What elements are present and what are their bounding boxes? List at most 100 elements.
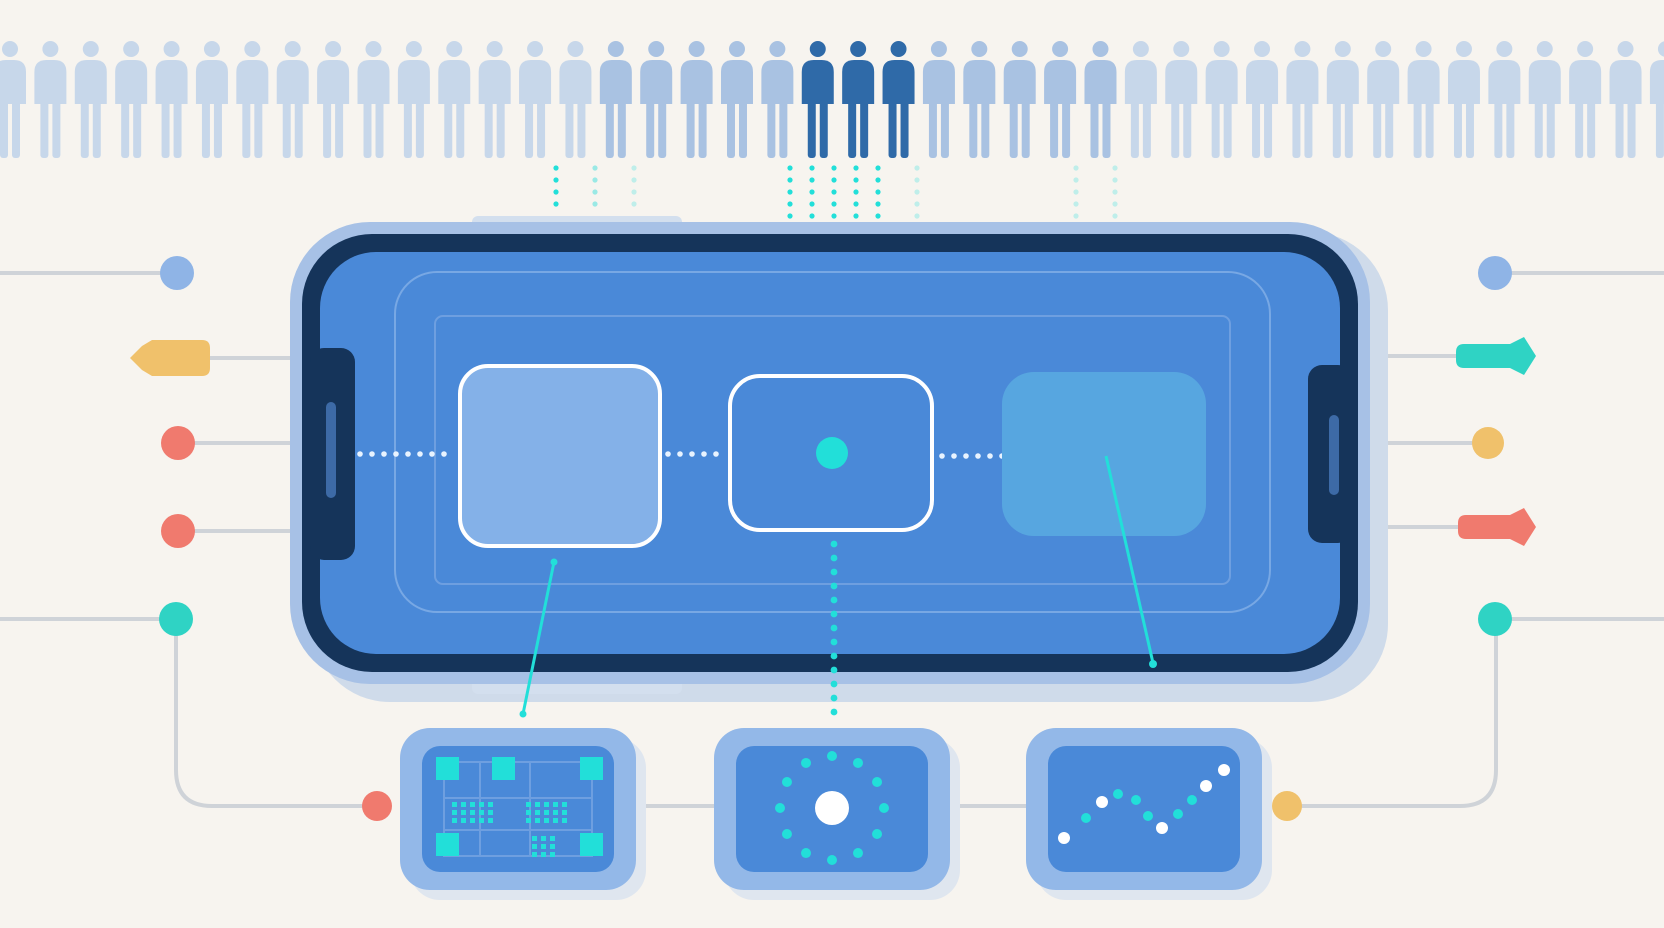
- person-torso: [1447, 60, 1480, 104]
- screen-card-right[interactable]: [1002, 372, 1206, 536]
- link-endpoint-icon: [1149, 660, 1157, 668]
- grid-dot: [544, 818, 549, 823]
- radial-dot: [801, 757, 811, 768]
- person-icon: [519, 41, 552, 158]
- stream-dot: [831, 189, 837, 195]
- person-torso: [1569, 60, 1602, 104]
- stream-dot: [875, 189, 881, 195]
- arrow-right-icon[interactable]: [1458, 508, 1536, 546]
- person-leg: [254, 100, 263, 158]
- person-icon: [276, 41, 309, 158]
- person-head: [405, 41, 422, 57]
- person-leg: [496, 100, 505, 158]
- person-icon: [1407, 41, 1440, 158]
- grid-dot: [488, 810, 493, 815]
- person-icon: [115, 41, 148, 158]
- screen-card-left[interactable]: [458, 364, 662, 548]
- circle-node-icon[interactable]: [160, 256, 194, 290]
- circle-node-icon[interactable]: [1478, 602, 1512, 636]
- person-icon: [1165, 41, 1198, 158]
- grid-dot: [452, 810, 457, 815]
- arrow-right-icon[interactable]: [1456, 337, 1536, 375]
- stream-dot: [553, 177, 559, 183]
- person-leg: [1344, 100, 1353, 158]
- radial-dot: [781, 829, 792, 839]
- radial-dots: [775, 751, 889, 865]
- person-leg: [1292, 100, 1301, 158]
- link-dot: [405, 451, 411, 457]
- center-down-stream: [830, 540, 838, 716]
- link-dot: [689, 451, 695, 457]
- link-dot: [369, 451, 375, 457]
- stream-dot: [592, 165, 598, 171]
- person-leg: [940, 100, 949, 158]
- person-torso: [1488, 60, 1521, 104]
- link-dot: [987, 453, 993, 459]
- module-line-trend[interactable]: [1026, 728, 1272, 900]
- stream-dot: [809, 165, 815, 171]
- person-icon: [1326, 41, 1359, 158]
- module-radial-cluster[interactable]: [714, 728, 960, 900]
- circle-node-icon[interactable]: [1478, 256, 1512, 290]
- person-icon: [357, 41, 390, 158]
- stream-dot: [787, 213, 793, 219]
- circle-node-icon[interactable]: [1272, 791, 1302, 821]
- person-torso: [1649, 60, 1664, 104]
- person-torso: [1044, 60, 1077, 104]
- stream-dot: [853, 165, 859, 171]
- person-leg: [1425, 100, 1434, 158]
- person-leg: [605, 100, 614, 158]
- grid-dot: [544, 810, 549, 815]
- trend-dot: [1058, 832, 1070, 844]
- right-connectors: [1290, 271, 1664, 808]
- person-leg: [1546, 100, 1555, 158]
- stream-dot: [830, 554, 838, 562]
- radial-dot: [872, 777, 883, 787]
- person-head: [1455, 41, 1472, 57]
- person-torso: [276, 60, 309, 104]
- arrow-left-icon[interactable]: [130, 340, 210, 376]
- stream-dot: [787, 177, 793, 183]
- grid-dot: [470, 818, 475, 823]
- grid-dot: [461, 810, 466, 815]
- circle-node-icon[interactable]: [362, 791, 392, 821]
- grid-dot-cluster: [452, 802, 567, 857]
- stream-dot: [1112, 201, 1118, 207]
- circle-node-icon[interactable]: [161, 426, 195, 460]
- person-leg: [1130, 100, 1139, 158]
- grid-dot: [553, 802, 558, 807]
- person-leg: [617, 100, 626, 158]
- person-icon: [155, 41, 188, 158]
- person-head: [82, 41, 99, 57]
- person-head: [163, 41, 180, 57]
- link-dot: [393, 451, 399, 457]
- grid-dot: [535, 810, 540, 815]
- person-icon: [1246, 41, 1279, 158]
- grid-dot: [532, 852, 537, 857]
- person-leg: [1223, 100, 1232, 158]
- stream-dot: [830, 708, 838, 716]
- grid-dot: [544, 802, 549, 807]
- person-icon: [963, 41, 996, 158]
- screen-dotted-link-left: [357, 451, 447, 457]
- person-leg: [888, 100, 897, 158]
- stream-dot: [1112, 189, 1118, 195]
- stream-dot: [1073, 201, 1079, 207]
- person-torso: [438, 60, 471, 104]
- grid-dot: [541, 844, 546, 849]
- stream-dot: [831, 165, 837, 171]
- trend-dot: [1131, 795, 1141, 805]
- person-leg: [456, 100, 465, 158]
- module-inner: [1048, 746, 1240, 872]
- grid-dot: [535, 818, 540, 823]
- circle-node-icon[interactable]: [1472, 427, 1504, 459]
- stream-dot: [830, 694, 838, 702]
- circle-node-icon[interactable]: [159, 602, 193, 636]
- module-grid-dashboard[interactable]: [400, 728, 646, 900]
- person-leg: [1385, 100, 1394, 158]
- person-head: [123, 41, 140, 57]
- circle-node-icon[interactable]: [161, 514, 195, 548]
- person-leg: [80, 100, 89, 158]
- person-torso: [761, 60, 794, 104]
